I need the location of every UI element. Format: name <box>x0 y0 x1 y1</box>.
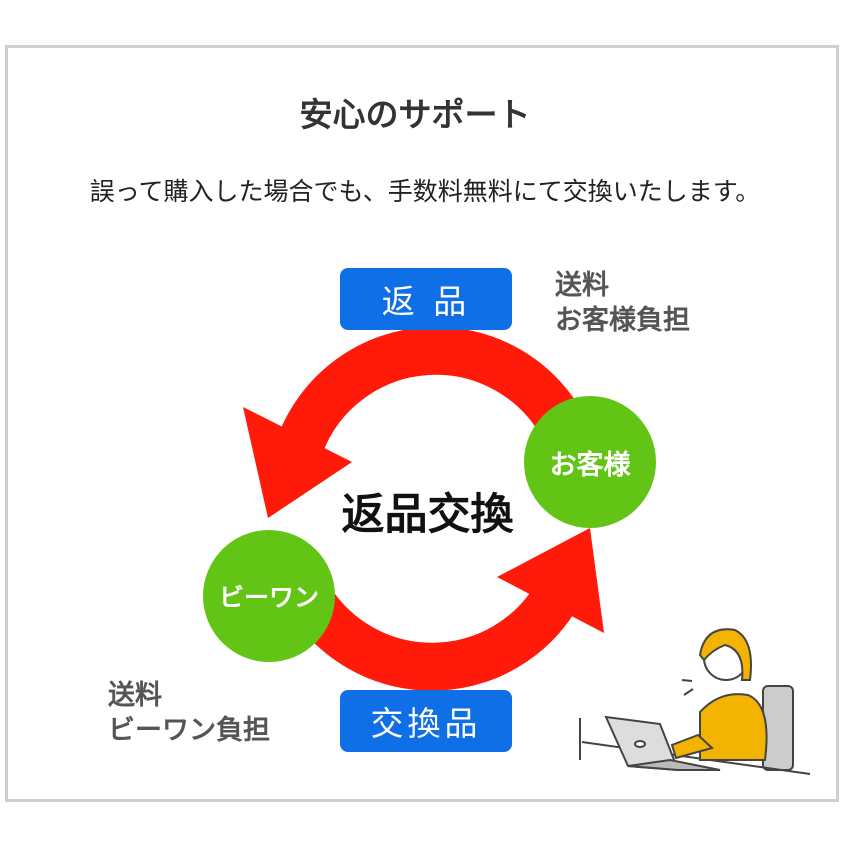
customer-note-line1: 送料 <box>555 270 609 301</box>
return-box: 返 品 <box>340 268 512 330</box>
company-shipping-note: 送料 ビーワン負担 <box>108 678 270 748</box>
bottom-arrow <box>289 578 582 691</box>
customer-note-line2: お客様負担 <box>555 305 690 336</box>
content-frame <box>5 45 839 802</box>
customer-shipping-note: 送料 お客様負担 <box>555 268 690 338</box>
company-note-line2: ビーワン負担 <box>108 715 270 746</box>
operator-illustration <box>579 628 811 775</box>
customer-node: お客様 <box>524 396 656 528</box>
company-note-line1: 送料 <box>108 680 162 711</box>
exchange-box: 交換品 <box>340 690 512 752</box>
company-node: ビーワン <box>203 530 335 662</box>
top-arrow <box>277 326 587 454</box>
top-arrowhead <box>243 407 352 518</box>
page-title: 安心のサポート <box>299 95 531 134</box>
center-label: 返品交換 <box>341 490 514 540</box>
bottom-arrowhead <box>497 528 604 633</box>
subtitle: 誤って購入した場合でも、手数料無料にて交換いたします。 <box>89 177 761 206</box>
